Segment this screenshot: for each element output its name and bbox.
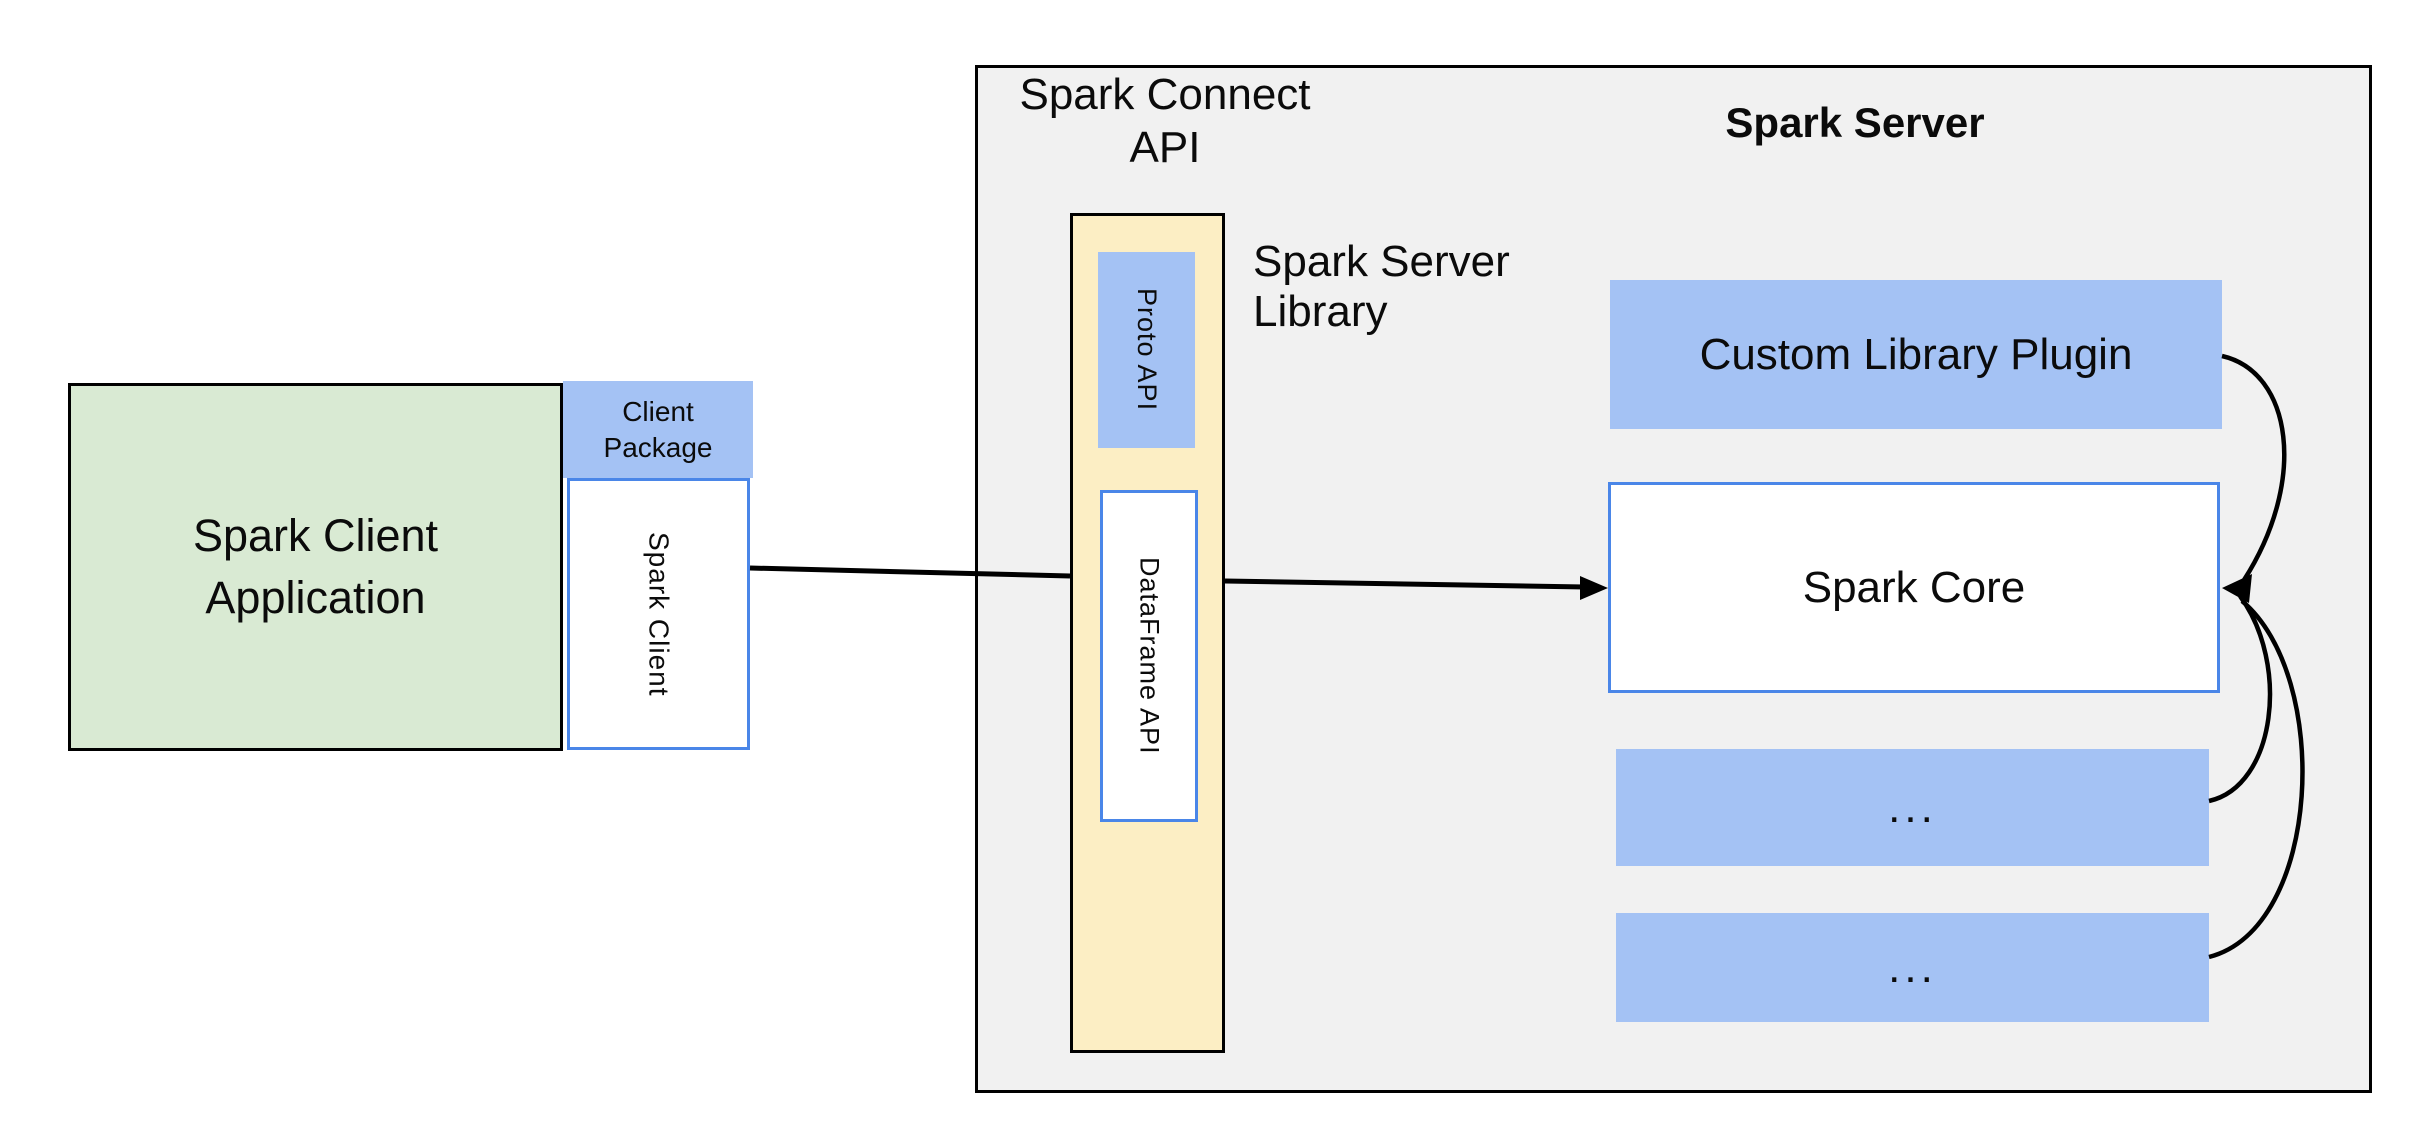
spark-core-box: Spark Core [1608, 482, 2220, 693]
dataframe-api-label: DataFrame API [1134, 557, 1165, 755]
more-plugins-box-2: ... [1616, 913, 2209, 1022]
spark-connect-api-label: Spark Connect API [1019, 70, 1311, 172]
spark-client-label: Spark Client [643, 531, 675, 697]
spark-server-library-label: Spark Server Library [1253, 237, 1510, 336]
spark-server-title: Spark Server [1725, 99, 1985, 146]
client-package-box: Client Package [563, 381, 753, 478]
proto-api-label: Proto API [1132, 288, 1162, 412]
dataframe-api-box: DataFrame API [1100, 490, 1198, 822]
spark-client-application-box: Spark Client Application [68, 383, 563, 751]
custom-library-plugin-box: Custom Library Plugin [1610, 280, 2222, 429]
proto-api-box: Proto API [1098, 252, 1195, 448]
spark-client-box: Spark Client [567, 478, 750, 750]
more-plugins-box-1: ... [1616, 749, 2209, 866]
